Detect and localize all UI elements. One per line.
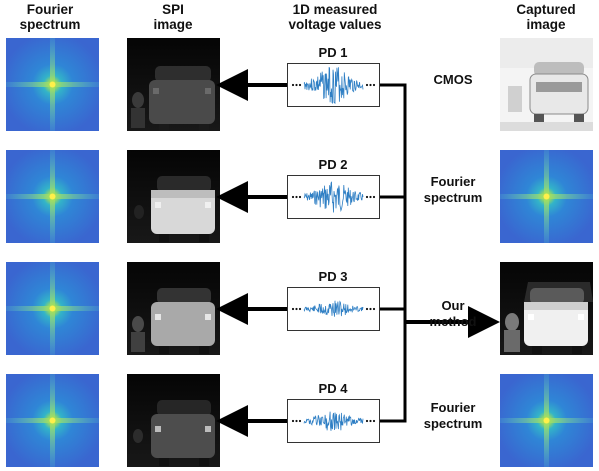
ellipsis-dot (372, 195, 376, 199)
ellipsis-dot (365, 419, 369, 423)
spi-image-tile-1 (127, 38, 220, 131)
header-voltage-line2: voltage values (288, 17, 382, 32)
ellipsis-dot (372, 83, 376, 87)
ellipsis-dot (365, 307, 369, 311)
fourier-spectrum-tile-1 (6, 38, 99, 131)
ellipsis-dot (298, 195, 302, 199)
header-fourier-line1: Fourier (26, 2, 74, 17)
signal-box-3 (287, 287, 380, 331)
voltage-signal-1 (291, 66, 376, 105)
ellipsis-dot (372, 419, 376, 423)
voltage-waveform (303, 66, 364, 105)
method-label-fourier-4-line1: Fourier (430, 400, 476, 415)
captured-image-fourier-4 (500, 374, 593, 467)
header-spi-line2: image (153, 17, 193, 32)
ellipsis-dot (295, 195, 298, 199)
header-spi-line1: SPI (162, 2, 184, 17)
ellipsis-dot (369, 307, 372, 311)
spi-image-tile-3 (127, 262, 220, 355)
ellipsis-dot (365, 83, 369, 87)
voltage-waveform (303, 411, 364, 431)
ellipsis-dot (291, 419, 295, 423)
ellipsis-dot (295, 83, 298, 87)
method-label-fourier-4: Fourier spectrum (414, 400, 492, 432)
header-captured-line2: image (526, 17, 566, 32)
signal-box-4 (287, 399, 380, 443)
header-voltage-values: 1D measured voltage values (265, 2, 405, 32)
pd-label-1: PD 1 (318, 45, 348, 60)
header-fourier-spectrum: Fourier spectrum (6, 2, 94, 32)
method-label-our-line2: method (429, 314, 477, 329)
signal-box-1 (287, 63, 380, 107)
ellipsis-dot (298, 83, 302, 87)
method-label-fourier-4-line2: spectrum (423, 416, 483, 431)
method-label-cmos-text: CMOS (433, 72, 473, 87)
signal-box-2 (287, 175, 380, 219)
captured-image-fourier-2 (500, 150, 593, 243)
method-label-our-method: Our method (414, 298, 492, 330)
ellipsis-dot (369, 83, 372, 87)
fourier-spectrum-tile-4 (6, 374, 99, 467)
ellipsis-dot (291, 307, 295, 311)
method-label-our-line1: Our (441, 298, 465, 313)
header-captured-image: Captured image (498, 2, 594, 32)
captured-image-cmos (500, 38, 593, 131)
pd-label-4: PD 4 (318, 381, 348, 396)
ellipsis-dot (369, 419, 372, 423)
ellipsis-dot (372, 307, 376, 311)
fourier-spectrum-tile-3 (6, 262, 99, 355)
fourier-spectrum-tile-2 (6, 150, 99, 243)
spi-image-tile-2 (127, 150, 220, 243)
captured-image-our-method (500, 262, 593, 355)
method-label-fourier-2-line2: spectrum (423, 190, 483, 205)
ellipsis-dot (291, 83, 295, 87)
voltage-signal-3 (291, 300, 376, 317)
voltage-waveform (303, 181, 364, 213)
spi-image-tile-4 (127, 374, 220, 467)
ellipsis-dot (365, 195, 369, 199)
voltage-waveform (303, 300, 364, 317)
header-captured-line1: Captured (516, 2, 576, 17)
method-label-fourier-2-line1: Fourier (430, 174, 476, 189)
header-spi-image: SPI image (128, 2, 218, 32)
header-voltage-line1: 1D measured (292, 2, 378, 17)
ellipsis-dot (369, 195, 372, 199)
ellipsis-dot (291, 195, 295, 199)
voltage-signal-4 (291, 411, 376, 431)
ellipsis-dot (295, 307, 298, 311)
ellipsis-dot (295, 419, 298, 423)
voltage-signal-2 (291, 181, 376, 213)
pd-label-3: PD 3 (318, 269, 348, 284)
header-fourier-line2: spectrum (19, 17, 81, 32)
ellipsis-dot (298, 419, 302, 423)
ellipsis-dot (298, 307, 302, 311)
pd-label-2: PD 2 (318, 157, 348, 172)
method-label-fourier-2: Fourier spectrum (414, 174, 492, 206)
method-label-cmos: CMOS (418, 72, 488, 88)
